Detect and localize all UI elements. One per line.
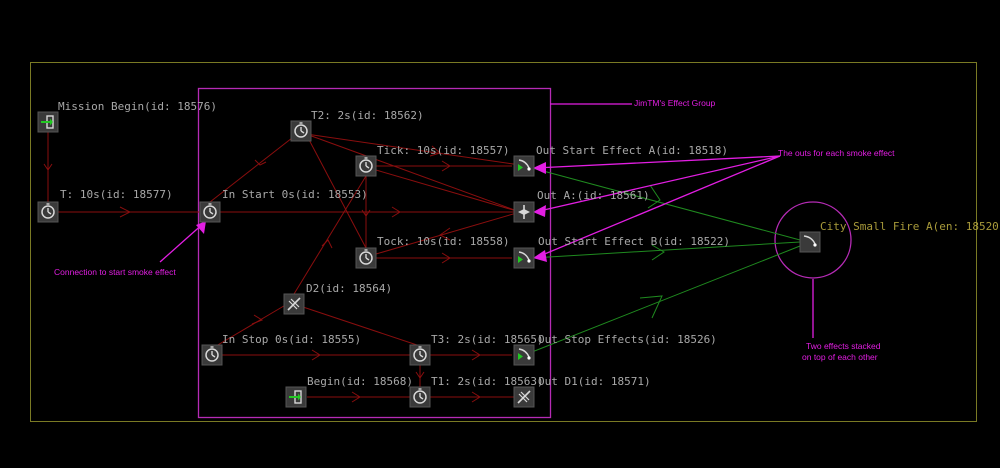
fire-effect-icon: [799, 231, 821, 253]
label-out-stop: Out Stop Effects(id: 18526): [538, 333, 717, 346]
red-links: [43, 132, 521, 403]
node-out-d1[interactable]: [513, 386, 535, 408]
clock-icon: [199, 201, 221, 223]
label-begin: Begin(id: 18568): [307, 375, 413, 388]
clock-icon: [409, 386, 431, 408]
label-mission-begin: Mission Begin(id: 18576): [58, 100, 217, 113]
label-out-a: Out A:(id: 18561): [537, 189, 650, 202]
clock-icon: [201, 344, 223, 366]
label-d2: D2(id: 18564): [306, 282, 392, 295]
label-in-start: In Start 0s(id: 18553): [222, 188, 368, 201]
label-tick: Tick: 10s(id: 18557): [377, 144, 509, 157]
annotation-stacked-line1: Two effects stacked: [806, 341, 881, 351]
label-t2: T2: 2s(id: 18562): [311, 109, 424, 122]
node-t1[interactable]: [409, 386, 431, 408]
annotation-stacked-line2: on top of each other: [802, 352, 878, 362]
node-t-10s[interactable]: [37, 201, 59, 223]
clock-icon: [355, 155, 377, 177]
activate-icon: [513, 201, 535, 223]
node-city-fire[interactable]: [799, 231, 821, 253]
node-tock[interactable]: [355, 247, 377, 269]
node-out-a[interactable]: [513, 201, 535, 223]
node-out-start-a[interactable]: [513, 155, 535, 177]
node-out-start-b[interactable]: [513, 247, 535, 269]
node-in-start[interactable]: [199, 201, 221, 223]
node-t2[interactable]: [290, 120, 312, 142]
label-out-start-a: Out Start Effect A(id: 18518): [536, 144, 728, 157]
label-t3: T3: 2s(id: 18565): [431, 333, 544, 346]
annotation-outs-note: The outs for each smoke effect: [778, 148, 895, 158]
annotation-group-name: JimTM's Effect Group: [634, 98, 716, 108]
node-out-stop[interactable]: [513, 344, 535, 366]
stacked-effects-circle: [774, 201, 852, 279]
clock-icon: [290, 120, 312, 142]
node-d2[interactable]: [283, 293, 305, 315]
destroy-icon: [283, 293, 305, 315]
effect-group-frame[interactable]: [197, 87, 552, 419]
effect-out-icon: [513, 344, 535, 366]
label-out-d1: Out D1(id: 18571): [538, 375, 651, 388]
outer-map-frame: [30, 62, 977, 422]
annotation-lines: [159, 103, 814, 338]
label-t1: T1: 2s(id: 18563): [431, 375, 544, 388]
clock-icon: [37, 201, 59, 223]
label-in-stop: In Stop 0s(id: 18555): [222, 333, 361, 346]
node-in-stop[interactable]: [201, 344, 223, 366]
label-t-10s: T: 10s(id: 18577): [60, 188, 173, 201]
enter-icon: [37, 111, 59, 133]
clock-icon: [355, 247, 377, 269]
node-t3[interactable]: [409, 344, 431, 366]
label-out-start-b: Out Start Effect B(id: 18522): [538, 235, 730, 248]
label-tock: Tock: 10s(id: 18558): [377, 235, 509, 248]
effect-out-icon: [513, 155, 535, 177]
annotation-arrowheads: [196, 162, 547, 262]
node-begin[interactable]: [285, 386, 307, 408]
effect-out-icon: [513, 247, 535, 269]
clock-icon: [409, 344, 431, 366]
annotation-connection-note: Connection to start smoke effect: [54, 267, 176, 277]
node-mission-begin[interactable]: [37, 111, 59, 133]
node-tick[interactable]: [355, 155, 377, 177]
destroy-icon: [513, 386, 535, 408]
label-city-fire: City Small Fire A(en: 18520): [820, 220, 1000, 233]
enter-icon: [285, 386, 307, 408]
